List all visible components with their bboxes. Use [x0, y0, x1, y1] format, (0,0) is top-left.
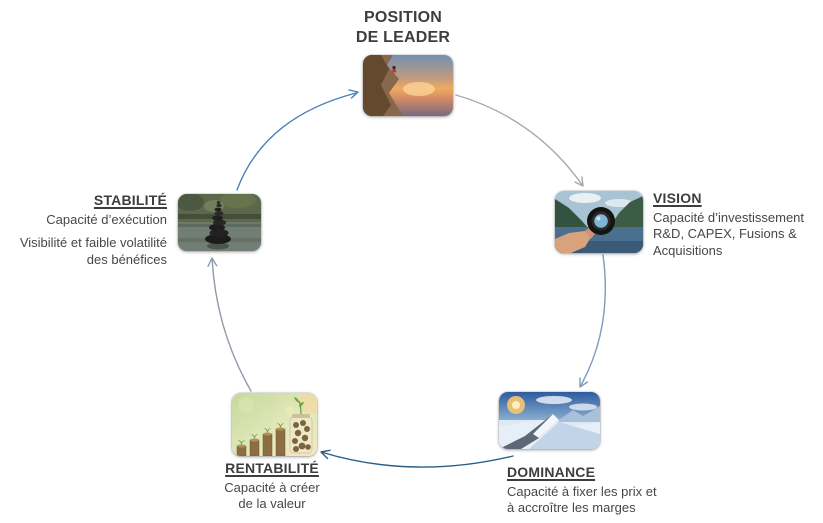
node-stabilite: STABILITÉ Capacité d’exécution Visibilit… [20, 192, 167, 268]
title-line: POSITION [363, 9, 443, 26]
node-title-vision: VISION [653, 190, 702, 206]
stabilite-desc-line: Visibilité et faible volatilité [19, 235, 167, 250]
arrow-vision-to-dominance [579, 254, 607, 388]
node-title-rentabilite: RENTABILITÉ [225, 460, 319, 476]
cliff-climber-sunset-image [363, 55, 453, 116]
arrow-stabilite-to-position [236, 89, 359, 191]
coins-plants-image [232, 393, 317, 456]
vision-desc-line: Acquisitions [653, 242, 723, 258]
title-line: DE LEADER [355, 29, 451, 46]
hand-lens-lake-image [555, 191, 643, 253]
node-title-dominance: DOMINANCE [507, 464, 596, 480]
snowy-ridge-image [499, 392, 600, 449]
stabilite-desc-line: des bénéfices [86, 251, 167, 267]
node-dominance: DOMINANCE Capacité à fixer les prix et à… [507, 464, 657, 517]
stabilite-desc-para1: Capacité d’exécution [46, 211, 167, 227]
rentabilite-desc-line: de la valeur [238, 496, 306, 511]
node-title-position-de-leader: POSITION DE LEADER [303, 8, 503, 48]
rentabilite-desc-line: Capacité à créer [224, 479, 320, 495]
zen-stones-image [178, 194, 261, 251]
arrow-position-to-vision [455, 94, 584, 187]
vision-desc-line: Capacité d’investissement [653, 209, 805, 225]
node-rentabilite: RENTABILITÉ Capacité à créer de la valeu… [192, 460, 352, 513]
dominance-desc-line: à accroître les marges [507, 500, 636, 515]
arrow-rentabilite-to-stabilite [207, 257, 252, 392]
node-vision: VISION Capacité d’investissement R&D, CA… [653, 190, 804, 259]
node-title-stabilite: STABILITÉ [93, 192, 167, 208]
dominance-desc-line: Capacité à fixer les prix et [507, 483, 657, 499]
vision-desc-line: R&D, CAPEX, Fusions & [653, 226, 797, 241]
